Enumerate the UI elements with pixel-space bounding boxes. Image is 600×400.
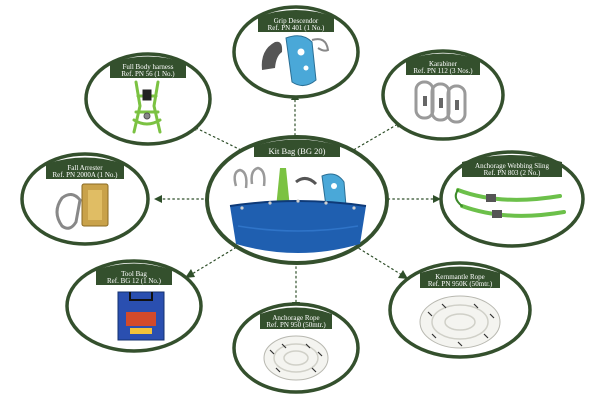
kit-bag-image [229, 166, 367, 253]
harness-image [132, 80, 162, 134]
node-title: Kernmantle Rope [435, 273, 485, 281]
node-ref: Ref. PN 2000A (1 No.) [53, 171, 119, 179]
webbing-sling-image [454, 188, 566, 218]
arrowhead-fall-arrester [154, 195, 162, 203]
anchorage-rope-image [263, 335, 329, 381]
node-fall-arrester: Fall Arrester Ref. PN 2000A (1 No.) [20, 152, 150, 246]
arrowhead-webbing-sling [433, 195, 441, 203]
node-kernmantle-rope: Kernmantle Rope Ref. PN 950K (50mtr.) [388, 261, 532, 359]
fall-arrester-image [55, 183, 109, 230]
kernmantle-rope-image [419, 295, 501, 349]
node-webbing-sling: Anchorage Webbing Sling Ref. PN 803 (2 N… [439, 150, 585, 248]
node-title: Full Body harness [123, 63, 174, 71]
label-band [462, 155, 562, 177]
label-band [96, 263, 172, 285]
hub-kit-bag: Kit Bag (BG 20) [205, 135, 389, 265]
arrowhead-tool-bag [185, 269, 195, 278]
node-ref: Ref. PN 112 (3 Nos.) [413, 67, 473, 75]
node-title: Fall Arrester [67, 164, 103, 172]
node-title: Anchorage Rope [272, 314, 319, 322]
hub-label-band [254, 139, 340, 157]
arrowhead-kernmantle [398, 270, 408, 279]
node-title: Tool Bag [121, 270, 147, 278]
label-band [260, 307, 332, 329]
label-band [420, 266, 500, 288]
node-grip-descendor: Grip Descendor Ref. PN 401 (1 No.) [232, 5, 360, 99]
connector-tool-bag [191, 244, 241, 275]
node-ref: Ref. PN 401 (1 No.) [268, 24, 325, 32]
node-harness: Full Body harness Ref. PN 56 (1 No.) [84, 52, 212, 146]
node-tool-bag: Tool Bag Ref. BG 12 (1 No.) [65, 259, 203, 353]
node-title: Grip Descendor [274, 17, 319, 25]
label-band [258, 10, 334, 32]
label-band [406, 53, 480, 75]
node-ref: Ref. PN 950K (50mtr.) [428, 280, 493, 288]
node-anchorage-rope: Anchorage Rope Ref. PN 950 (50mtr.) [232, 302, 360, 394]
node-ref: Ref. PN 56 (1 No.) [121, 70, 175, 78]
node-ref: Ref. PN 803 (2 No.) [484, 169, 541, 177]
node-title: Karabiner [429, 60, 458, 68]
hub-title: Kit Bag (BG 20) [269, 146, 326, 156]
grip-descender-image [261, 35, 330, 86]
node-ref: Ref. BG 12 (1 No.) [107, 277, 162, 285]
node-karabiner: Karabiner Ref. PN 112 (3 Nos.) [381, 49, 505, 141]
connector-kernmantle [354, 245, 403, 276]
label-band [110, 56, 186, 78]
label-band [46, 157, 124, 179]
node-ref: Ref. PN 950 (50mtr.) [266, 321, 326, 329]
tool-bag-image [117, 291, 165, 341]
connector-harness [195, 127, 246, 153]
karabiner-image [414, 80, 467, 124]
node-title: Anchorage Webbing Sling [475, 162, 549, 170]
connector-karabiner [349, 123, 399, 153]
